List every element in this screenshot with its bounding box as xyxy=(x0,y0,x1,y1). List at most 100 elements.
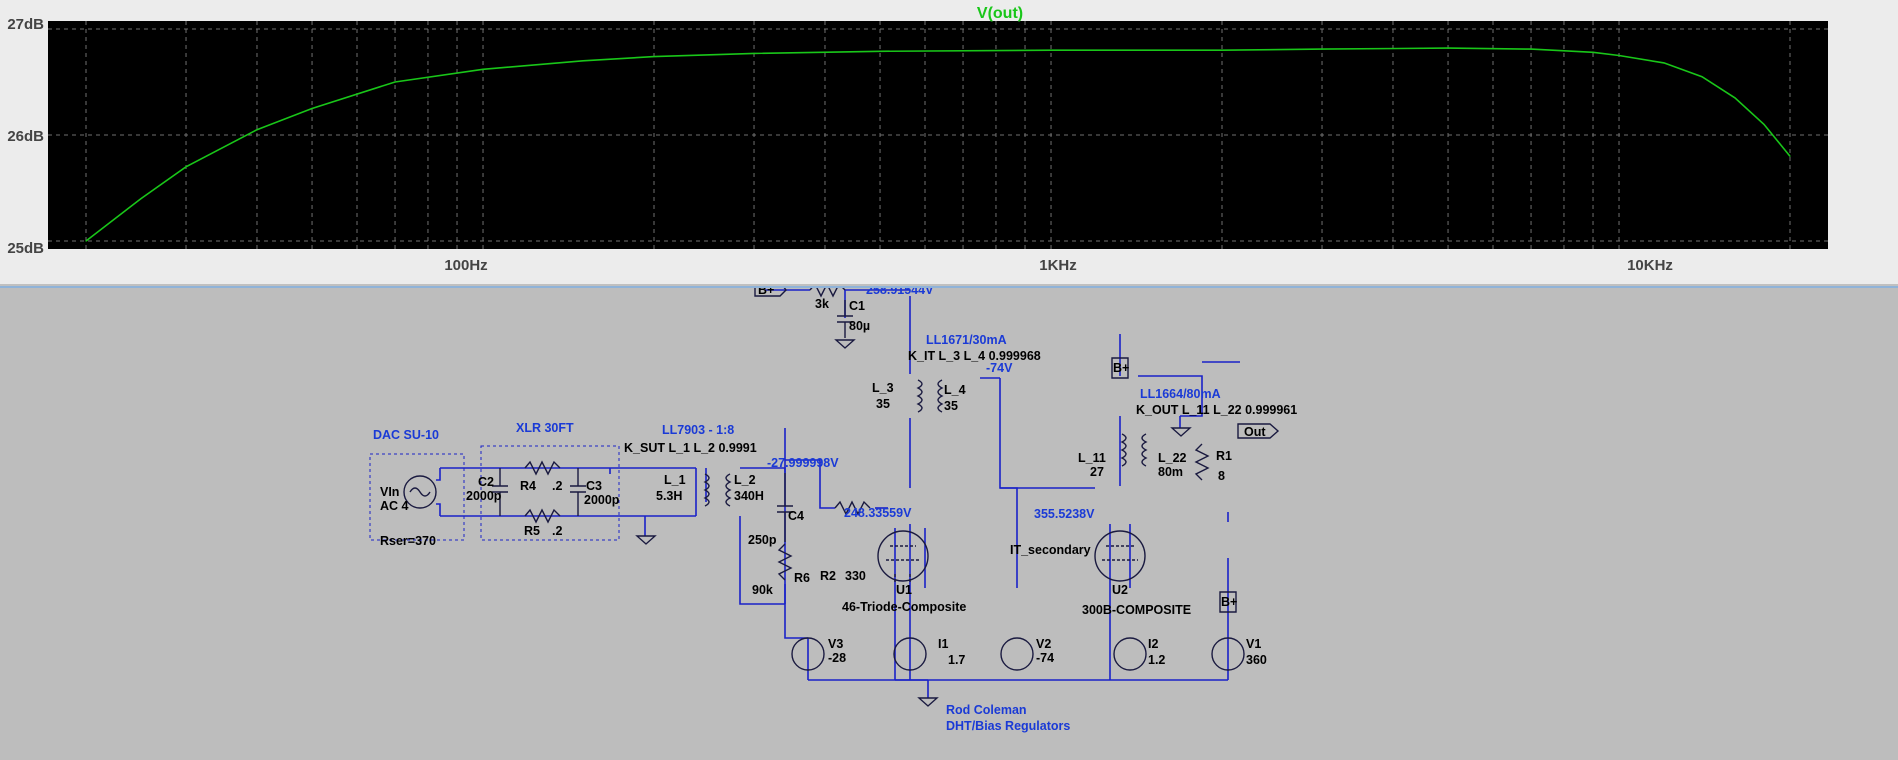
ground-symbol-1 xyxy=(635,535,657,545)
inductor-l4[interactable] xyxy=(937,379,944,413)
schematic-canvas[interactable]: DAC SU-10 XLR 30FT xyxy=(0,288,1898,760)
capacitor-c3[interactable] xyxy=(570,468,586,516)
trace-points xyxy=(85,47,1791,242)
capacitor-c4[interactable] xyxy=(777,473,793,542)
waveform-plot-pane[interactable]: V(out) 27dB 26dB 25dB 100Hz 1KHz 10KHz xyxy=(0,0,1898,284)
l2-value: 340H xyxy=(734,489,764,503)
c3-value: 2000p xyxy=(584,493,620,507)
inductor-l2[interactable] xyxy=(725,473,732,507)
wire-grid-u1 xyxy=(785,459,835,509)
trace-point xyxy=(311,107,313,110)
capacitor-c1[interactable] xyxy=(837,300,853,338)
y-tick-label-26db: 26dB xyxy=(7,128,44,145)
k-it-label: K_IT L_3 L_4 0.999968 xyxy=(908,349,1041,363)
out-port-flag[interactable] xyxy=(1237,423,1280,439)
trace-point xyxy=(140,198,142,200)
sine-wave-icon xyxy=(409,487,431,497)
y-tick-label-25db: 25dB xyxy=(7,240,44,257)
c2-value: 2000p xyxy=(466,489,502,503)
net-label-258: 258.91544V xyxy=(866,288,934,297)
trace-point xyxy=(653,55,655,58)
triode-u2-symbol[interactable] xyxy=(1094,530,1146,582)
u1-name: U1 xyxy=(896,583,912,597)
r5-name: R5 xyxy=(524,524,540,538)
trace-point xyxy=(753,52,755,54)
voltage-source-v1[interactable] xyxy=(1211,637,1245,671)
l3-name: L_3 xyxy=(872,381,894,395)
ll7903-label: LL7903 - 1:8 xyxy=(662,423,734,437)
r6-name: R6 xyxy=(794,571,810,585)
x-tick-label-10khz: 10KHz xyxy=(1627,257,1673,274)
it-secondary-label: IT_secondary xyxy=(1010,543,1091,557)
net-label-355: 355.5238V xyxy=(1034,507,1095,521)
l11-name: L_11 xyxy=(1078,451,1106,465)
l22-name: L_22 xyxy=(1158,451,1187,465)
current-source-i1[interactable] xyxy=(893,637,927,671)
inductor-l11[interactable] xyxy=(1120,433,1127,467)
resistor-r5[interactable] xyxy=(524,508,561,524)
bplus-flag-3[interactable] xyxy=(1219,591,1237,613)
c2-name: C2 xyxy=(478,475,494,489)
current-source-i2[interactable] xyxy=(1113,637,1147,671)
wire-u1-cathode xyxy=(894,524,926,680)
l4-name: L_4 xyxy=(944,383,966,397)
resistor-r4[interactable] xyxy=(524,460,561,476)
v2-value: -74 xyxy=(1036,651,1054,665)
trace-point xyxy=(879,50,881,52)
triode-u2-grid xyxy=(1102,545,1138,561)
waveform-plot[interactable]: V(out) 27dB 26dB 25dB 100Hz 1KHz 10KHz xyxy=(0,0,1898,284)
net-label-neg74: -74V xyxy=(986,361,1013,375)
v3-value: -28 xyxy=(828,651,846,665)
bplus-label-3: B+ xyxy=(1221,595,1237,609)
l4-value: 35 xyxy=(944,399,958,413)
vin-source-symbol[interactable] xyxy=(403,475,437,509)
xlr-box xyxy=(480,445,620,541)
triode-u1-grid xyxy=(886,545,920,584)
inductor-l22[interactable] xyxy=(1141,433,1148,467)
v1-name: V1 xyxy=(1246,637,1261,651)
xlr-title: XLR 30FT xyxy=(516,421,574,435)
resistor-r6[interactable] xyxy=(777,543,793,581)
r4-name: R4 xyxy=(520,479,536,493)
ll1664-label: LL1664/80mA xyxy=(1140,387,1221,401)
inductor-l3[interactable] xyxy=(916,379,923,413)
resistor-r1[interactable] xyxy=(1194,443,1210,481)
triode-u1-symbol[interactable] xyxy=(877,530,929,582)
trace-point xyxy=(1734,97,1736,99)
voltage-source-v2[interactable] xyxy=(1000,637,1034,671)
vin-name: VIn xyxy=(380,485,399,499)
i2-name: I2 xyxy=(1148,637,1158,651)
u2-name: U2 xyxy=(1112,583,1128,597)
trace-title[interactable]: V(out) xyxy=(977,5,1023,22)
net-label-neg28: -27.999998V xyxy=(767,456,839,470)
y-tick-label-27db: 27dB xyxy=(7,16,44,33)
wire-output xyxy=(1138,361,1240,428)
resistor-r2[interactable] xyxy=(834,500,871,516)
r3-value: 3k xyxy=(815,297,829,311)
bplus-flag-1[interactable] xyxy=(754,288,787,297)
inductor-l1[interactable] xyxy=(703,473,710,507)
k-out-label: K_OUT L_11 L_22 0.999961 xyxy=(1136,403,1297,417)
capacitor-c2[interactable] xyxy=(492,468,508,516)
bplus-label-2: B+ xyxy=(1113,361,1129,375)
schematic-pane[interactable]: DAC SU-10 XLR 30FT xyxy=(0,286,1898,760)
credit-line-2: DHT/Bias Regulators xyxy=(946,719,1070,733)
trace-point xyxy=(582,60,584,62)
trace-point xyxy=(1701,76,1703,78)
ll1671-label: LL1671/30mA xyxy=(926,333,1007,347)
bplus-flag-2[interactable] xyxy=(1111,357,1129,379)
r2-value: 330 xyxy=(845,569,866,583)
voltage-source-v3[interactable] xyxy=(791,637,825,671)
trace-point xyxy=(1763,123,1765,125)
trace-point xyxy=(1321,48,1323,50)
trace-point xyxy=(1050,49,1052,51)
c1-name: C1 xyxy=(849,299,865,313)
wire-ground-bus xyxy=(807,638,1228,681)
trace-point xyxy=(1592,51,1594,53)
l2-name: L_2 xyxy=(734,473,756,487)
out-port-label: Out xyxy=(1244,425,1266,439)
c4-name: C4 xyxy=(788,509,804,523)
trace-point xyxy=(1789,155,1791,157)
l1-name: L_1 xyxy=(664,473,686,487)
resistor-r3[interactable] xyxy=(809,288,846,298)
